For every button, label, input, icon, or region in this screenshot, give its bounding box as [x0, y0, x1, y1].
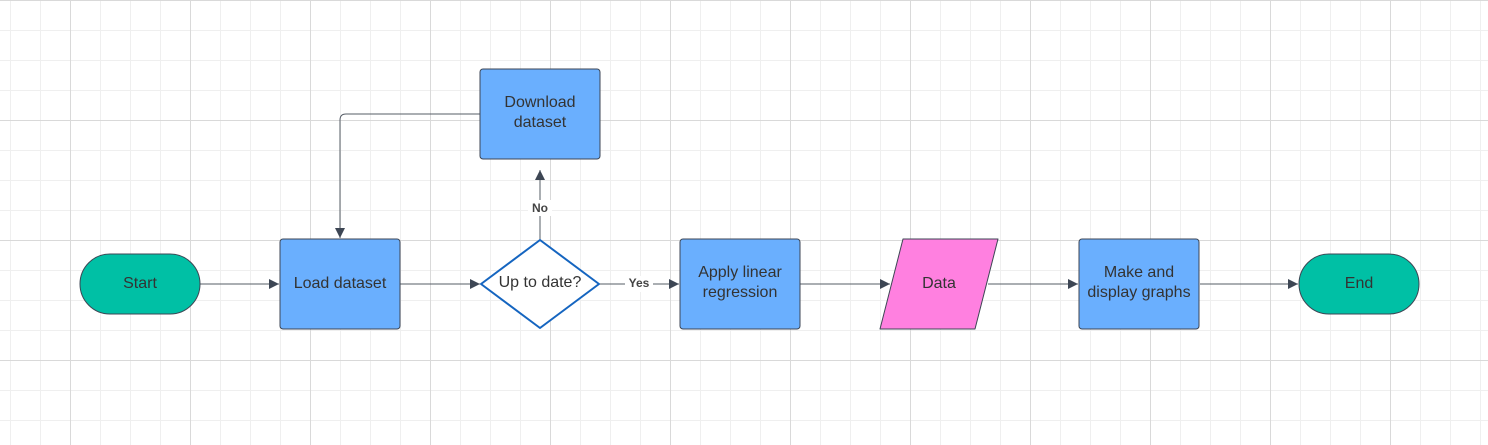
node-load-dataset-label: Load dataset: [294, 275, 387, 292]
node-start-label: Start: [123, 275, 157, 292]
node-end-label: End: [1345, 275, 1373, 292]
node-decision-up-to-date[interactable]: Up to date?: [480, 239, 600, 329]
node-start[interactable]: Start: [79, 253, 201, 315]
node-end[interactable]: End: [1298, 253, 1420, 315]
node-decision-label: Up to date?: [499, 274, 582, 291]
yes-edge-label: Yes: [629, 276, 650, 290]
no-edge-label: No: [532, 201, 548, 215]
node-data[interactable]: Data: [879, 238, 999, 330]
yes-label-background: [625, 276, 653, 292]
edge-labels: No Yes: [528, 200, 653, 292]
edge-download-to-load[interactable]: [335, 113, 480, 238]
node-data-label: Data: [922, 275, 956, 292]
no-label-background: [528, 200, 552, 216]
node-load-dataset[interactable]: Load dataset: [279, 238, 401, 330]
